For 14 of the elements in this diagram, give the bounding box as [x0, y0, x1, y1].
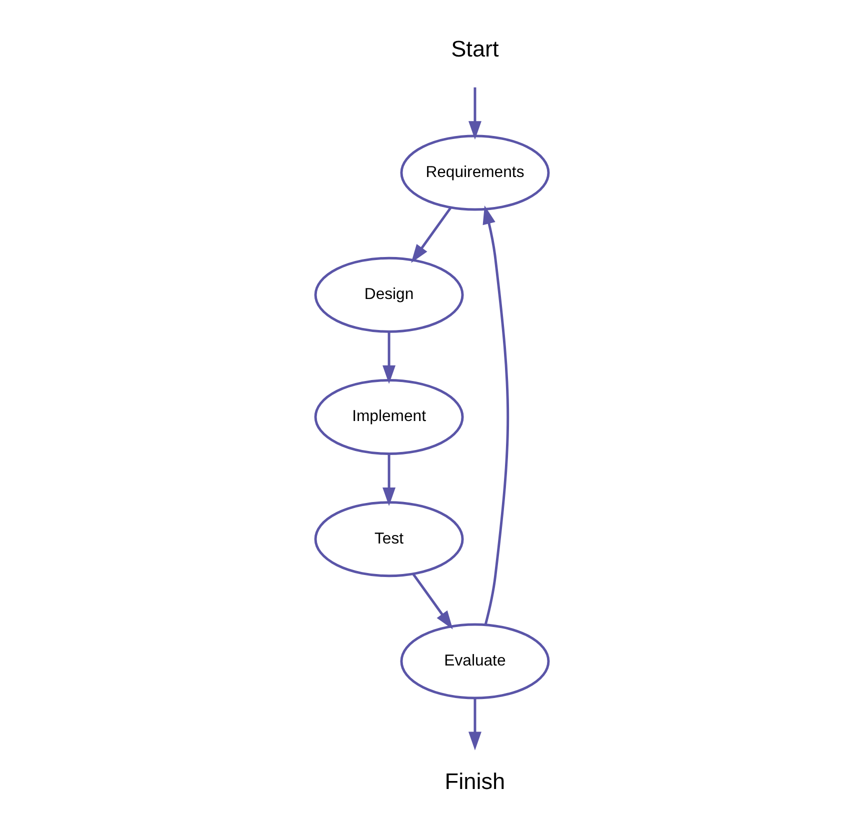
arrow [382, 332, 396, 384]
arrow [468, 87, 482, 140]
node-ellipse: Evaluate [400, 623, 550, 700]
node-ellipse: Test [314, 501, 464, 578]
node-text: Start [451, 36, 499, 62]
arrow [482, 206, 510, 626]
node-text: Finish [444, 769, 506, 794]
arrow [382, 454, 396, 506]
arrow [468, 698, 482, 750]
arrow [412, 573, 453, 630]
node-ellipse: Implement [314, 379, 464, 455]
node-ellipse: Design [314, 256, 464, 333]
arrow [411, 206, 452, 263]
node-ellipse: Requirements [400, 134, 550, 211]
